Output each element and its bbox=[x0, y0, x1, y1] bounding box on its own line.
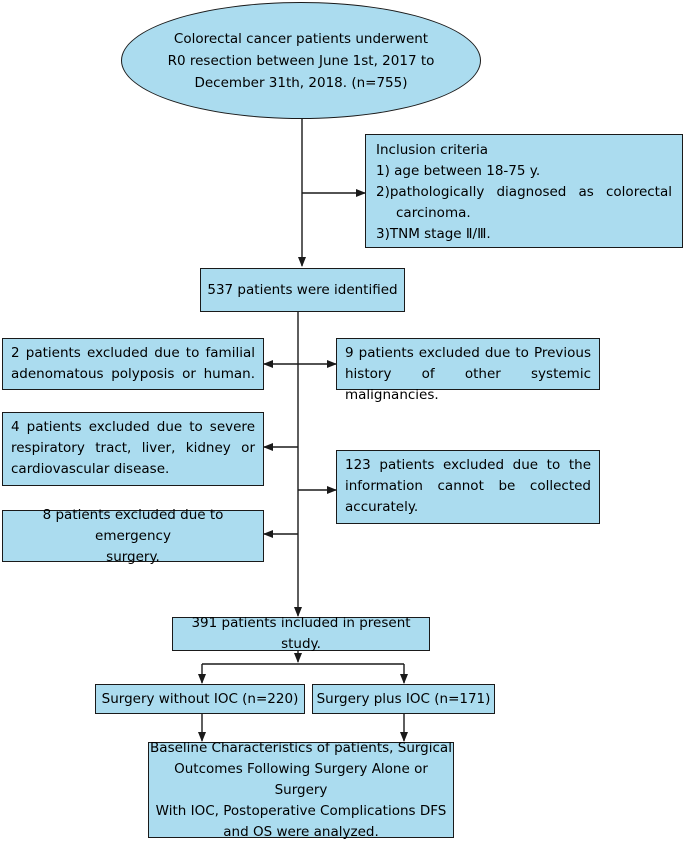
start-line-2: R0 resection between June 1st, 2017 to bbox=[167, 52, 435, 69]
outcome-line-2: Outcomes Following Surgery Alone or Surg… bbox=[174, 760, 428, 798]
start-population-ellipse: Colorectal cancer patients underwent R0 … bbox=[121, 2, 481, 119]
outcome-box: Baseline Characteristics of patients, Su… bbox=[148, 740, 454, 840]
group-without-text: Surgery without IOC (n=220) bbox=[101, 690, 299, 707]
disease-line-3: cardiovascular disease. bbox=[11, 461, 170, 477]
inclusion-item-3: 3)TNM stage Ⅱ/Ⅲ. bbox=[376, 226, 491, 242]
exclusion-history-box: 9 patients excluded due to Previous hist… bbox=[336, 338, 600, 403]
exclusion-info-box: 123 patients excluded due to the informa… bbox=[336, 450, 600, 524]
history-line-1: 9 patients excluded due to Previous bbox=[345, 345, 591, 361]
familial-line-1: 2 patients excluded due to familial bbox=[11, 345, 255, 361]
included-box: 391 patients included in present study. bbox=[172, 615, 430, 652]
inclusion-item-2-cont: carcinoma. bbox=[396, 205, 471, 221]
group-plus-ioc-box: Surgery plus IOC (n=171) bbox=[312, 684, 495, 714]
inclusion-item-2: 2)pathologically diagnosed as colorectal bbox=[376, 184, 672, 200]
included-text: 391 patients included in present study. bbox=[191, 615, 411, 652]
exclusion-familial-box: 2 patients excluded due to familial aden… bbox=[2, 338, 264, 390]
outcome-line-3: With IOC, Postoperative Complications DF… bbox=[155, 802, 447, 819]
familial-line-2: adenomatous polyposis or human. bbox=[11, 366, 255, 382]
identified-box: 537 patients were identified bbox=[200, 268, 405, 312]
inclusion-title: Inclusion criteria bbox=[376, 142, 489, 158]
start-line-1: Colorectal cancer patients underwent bbox=[173, 30, 429, 47]
emergency-line-1: 8 patients excluded due to emergency bbox=[42, 506, 224, 544]
exclusion-disease-box: 4 patients excluded due to severe respir… bbox=[2, 412, 264, 486]
history-line-2: history of other systemic malignancies. bbox=[345, 366, 591, 403]
disease-line-2: respiratory tract, liver, kidney or bbox=[11, 440, 255, 456]
inclusion-item-1: 1) age between 18-75 y. bbox=[376, 163, 541, 179]
info-line-1: 123 patients excluded due to the bbox=[345, 457, 591, 473]
info-line-2: information cannot be collected bbox=[345, 478, 591, 494]
exclusion-emergency-box: 8 patients excluded due to emergency sur… bbox=[2, 507, 264, 565]
outcome-line-1: Baseline Characteristics of patients, Su… bbox=[150, 739, 452, 756]
outcome-line-4: and OS were analyzed. bbox=[223, 823, 379, 840]
inclusion-criteria-box: Inclusion criteria 1) age between 18-75 … bbox=[365, 134, 683, 248]
disease-line-1: 4 patients excluded due to severe bbox=[11, 419, 255, 435]
group-plus-text: Surgery plus IOC (n=171) bbox=[316, 690, 491, 707]
identified-text: 537 patients were identified bbox=[207, 281, 398, 298]
emergency-line-2: surgery. bbox=[106, 548, 160, 565]
group-without-ioc-box: Surgery without IOC (n=220) bbox=[95, 684, 305, 714]
start-line-3: December 31th, 2018. (n=755) bbox=[194, 74, 408, 91]
info-line-3: accurately. bbox=[345, 499, 419, 515]
